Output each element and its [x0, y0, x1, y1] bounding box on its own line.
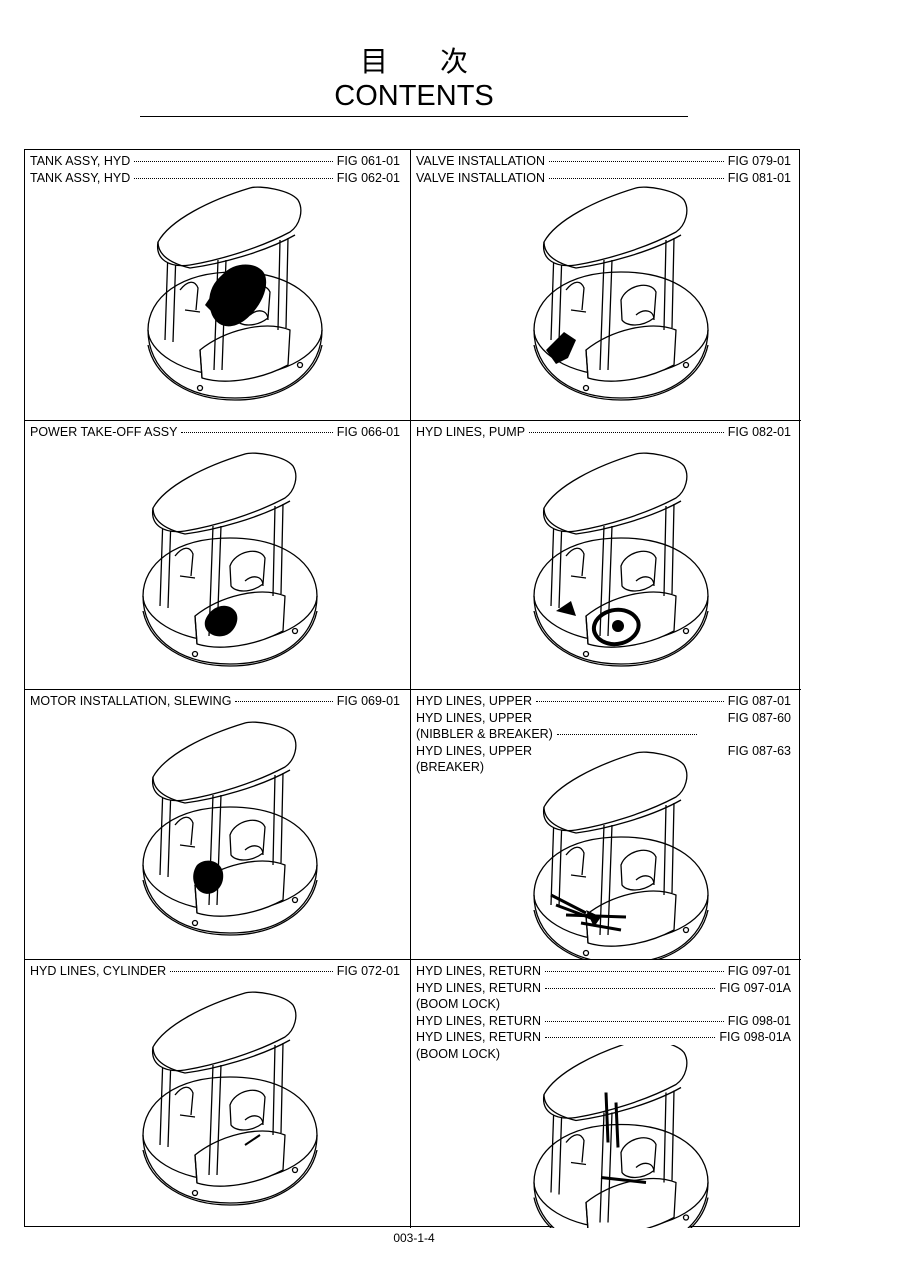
leader-dots	[545, 987, 716, 989]
leader-dots	[529, 432, 724, 433]
leader-dots	[545, 1020, 724, 1022]
leader-dots	[556, 734, 697, 735]
contents-grid: TANK ASSY, HYD FIG 061-01 TANK ASSY, HYD F…	[24, 149, 801, 1228]
entry-title: HYD LINES, CYLINDER	[30, 964, 167, 978]
entry-subtitle: (NIBBLER & BREAKER)	[416, 726, 791, 743]
leader-dots	[545, 971, 724, 972]
entry-title: HYD LINES, PUMP	[416, 425, 526, 439]
contents-entry[interactable]: VALVE INSTALLATION FIG 081-01	[416, 170, 791, 187]
entry-title: TANK ASSY, HYD	[30, 170, 131, 185]
entry-fig: FIG 097-01A	[719, 980, 791, 995]
excavator-illustration	[533, 452, 709, 667]
contents-entry[interactable]: HYD LINES, UPPER FIG 087-01	[416, 693, 791, 710]
leader-dots	[536, 701, 724, 702]
contents-entry[interactable]: TANK ASSY, HYD FIG 061-01	[30, 153, 400, 170]
entry-fig: FIG 097-01	[727, 964, 791, 978]
entry-fig: FIG 098-01	[727, 1013, 791, 1028]
entry-fig: FIG 087-01	[727, 694, 791, 708]
contents-entry[interactable]: HYD LINES, UPPER FIG 087-63	[416, 743, 791, 760]
excavator-illustration	[147, 186, 323, 401]
entry-fig: FIG 079-01	[727, 154, 791, 168]
entry-title: VALVE INSTALLATION	[416, 154, 545, 168]
contents-entry[interactable]: HYD LINES, RETURN FIG 098-01	[416, 1013, 791, 1030]
entry-fig: FIG 081-01	[727, 170, 791, 185]
entry-title: VALVE INSTALLATION	[416, 170, 545, 185]
contents-cell-valve: VALVE INSTALLATION FIG 079-01 VALVE INSTA…	[411, 150, 801, 421]
page-title: CONTENTS	[334, 80, 494, 112]
excavator-illustration	[533, 1045, 709, 1228]
contents-entry[interactable]: TANK ASSY, HYD FIG 062-01	[30, 170, 400, 187]
contents-cell-pump: HYD LINES, PUMP FIG 082-01	[411, 421, 801, 690]
contents-cell-tank: TANK ASSY, HYD FIG 061-01 TANK ASSY, HYD F…	[25, 150, 411, 421]
leader-dots	[134, 161, 333, 162]
entry-title: TANK ASSY, HYD	[30, 154, 131, 168]
leader-dots	[545, 1037, 716, 1038]
entry-title: HYD LINES, RETURN	[416, 980, 542, 995]
entry-fig: FIG 087-60	[727, 710, 791, 725]
entry-title: HYD LINES, RETURN	[416, 1013, 542, 1028]
page-title-kanji: 目次	[359, 45, 520, 78]
entry-fig: FIG 082-01	[727, 425, 791, 439]
contents-entry[interactable]: HYD LINES, PUMP FIG 082-01	[416, 424, 791, 441]
contents-entry[interactable]: HYD LINES, RETURN FIG 097-01	[416, 963, 791, 980]
excavator-illustration	[533, 751, 709, 959]
entry-title: POWER TAKE-OFF ASSY	[30, 425, 178, 439]
contents-cell-slewing: MOTOR INSTALLATION, SLEWING FIG 069-01	[25, 690, 411, 960]
entry-subtitle: (BOOM LOCK)	[416, 997, 501, 1011]
leader-dots	[235, 701, 333, 702]
contents-cell-return: HYD LINES, RETURN FIG 097-01 HYD LINES, R…	[411, 960, 801, 1228]
contents-entry[interactable]: HYD LINES, UPPER FIG 087-60	[416, 710, 791, 727]
contents-entry[interactable]: MOTOR INSTALLATION, SLEWING FIG 069-01	[30, 693, 400, 710]
entry-fig: FIG 072-01	[336, 964, 400, 978]
entry-fig: FIG 087-63	[727, 743, 791, 758]
entry-title: HYD LINES, UPPER	[416, 743, 533, 758]
entry-title: HYD LINES, UPPER	[416, 694, 533, 708]
entry-fig: FIG 061-01	[336, 154, 400, 168]
contents-entry[interactable]: HYD LINES, RETURN FIG 098-01A	[416, 1029, 791, 1046]
entry-title: HYD LINES, RETURN	[416, 1030, 542, 1044]
page-number: 003-1-4	[393, 1231, 435, 1245]
title-underline	[140, 116, 688, 117]
leader-dots	[181, 432, 333, 433]
contents-entry[interactable]: POWER TAKE-OFF ASSY FIG 066-01	[30, 424, 400, 441]
leader-dots	[134, 177, 333, 179]
entry-fig: FIG 098-01A	[719, 1030, 791, 1044]
contents-cell-pto: POWER TAKE-OFF ASSY FIG 066-01	[25, 421, 411, 690]
entry-subtitle: (BREAKER)	[416, 760, 485, 774]
excavator-illustration	[142, 991, 318, 1206]
entry-fig: FIG 066-01	[336, 425, 400, 439]
contents-cell-upper: HYD LINES, UPPER FIG 087-01 HYD LINES, UP…	[411, 690, 801, 960]
entry-fig: FIG 069-01	[336, 694, 400, 708]
entry-title: MOTOR INSTALLATION, SLEWING	[30, 694, 232, 708]
entry-subtitle: (BOOM LOCK)	[416, 1046, 501, 1061]
contents-entry[interactable]: VALVE INSTALLATION FIG 079-01	[416, 153, 791, 170]
leader-dots	[548, 177, 724, 179]
contents-entry[interactable]: HYD LINES, CYLINDER FIG 072-01	[30, 963, 400, 980]
contents-cell-cylinder: HYD LINES, CYLINDER FIG 072-01	[25, 960, 411, 1228]
excavator-illustration	[142, 721, 318, 936]
entry-title: HYD LINES, UPPER	[416, 710, 533, 725]
excavator-illustration	[142, 452, 318, 667]
excavator-illustration	[533, 186, 709, 401]
entry-fig: FIG 062-01	[336, 170, 400, 185]
leader-dots	[170, 971, 333, 972]
leader-dots	[548, 161, 724, 162]
entry-title: HYD LINES, RETURN	[416, 964, 542, 978]
contents-entry[interactable]: HYD LINES, RETURN FIG 097-01A	[416, 980, 791, 997]
